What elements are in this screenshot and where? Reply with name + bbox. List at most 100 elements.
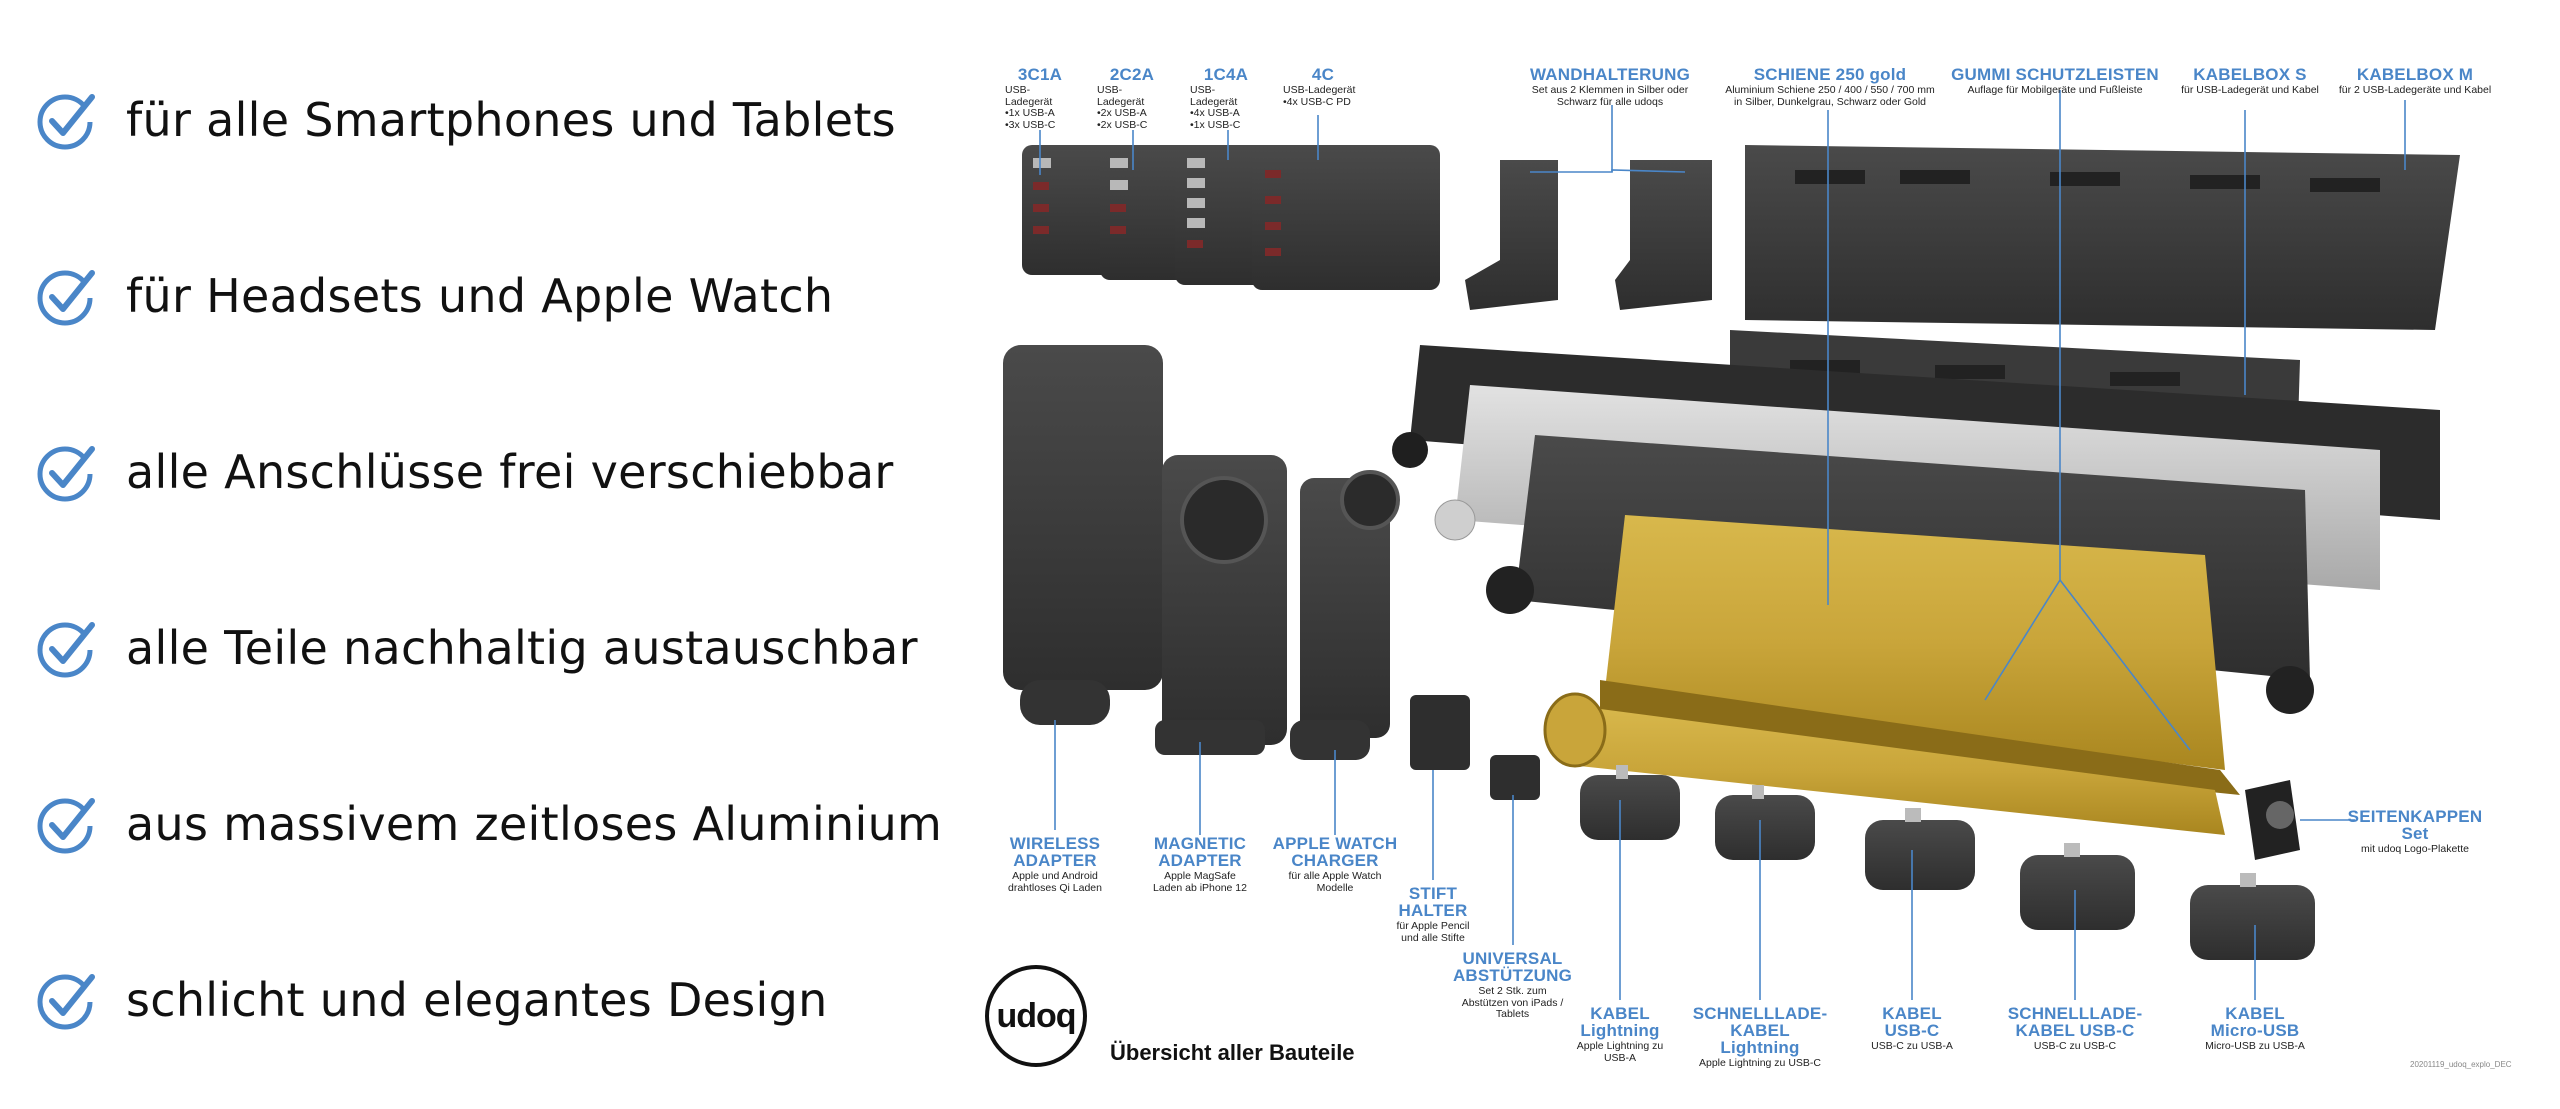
label-desc: USB-Ladegerät•4x USB-A•1x USB-C bbox=[1190, 84, 1241, 131]
feature-item: alle Teile nachhaltig austauschbar bbox=[36, 608, 918, 688]
feature-item: alle Anschlüsse frei verschiebbar bbox=[36, 432, 894, 512]
label-title: SCHIENE 250 gold bbox=[1753, 65, 1907, 84]
label-2c2a: 2C2A USB-Ladegerät•2x USB-A•2x USB-C bbox=[1097, 66, 1167, 131]
feature-item: für Headsets und Apple Watch bbox=[36, 256, 833, 336]
label-desc: für 2 USB-Ladegeräte und Kabel bbox=[2338, 84, 2492, 96]
universal-support bbox=[1490, 755, 1540, 800]
label-desc: USB-Ladegerät•2x USB-A•2x USB-C bbox=[1097, 84, 1148, 131]
wireless-adapter bbox=[1003, 345, 1163, 725]
feature-item: für alle Smartphones und Tablets bbox=[36, 80, 896, 160]
check-circle-icon bbox=[37, 270, 95, 326]
label-title: 3C1A bbox=[1017, 65, 1063, 84]
magnetic-adapter bbox=[1155, 455, 1287, 755]
label-title: SCHNELLLADE-KABEL USB-C bbox=[2007, 1004, 2143, 1040]
feature-text: schlicht und elegantes Design bbox=[126, 973, 828, 1027]
feature-item: schlicht und elegantes Design bbox=[36, 960, 828, 1040]
check-circle-icon bbox=[37, 622, 95, 678]
label-desc: Micro-USB zu USB-A bbox=[2205, 1040, 2305, 1052]
usb-charger-4c bbox=[1252, 145, 1440, 290]
check-circle-icon bbox=[37, 94, 95, 150]
label-3c1a: 3C1A USB-Ladegerät•1x USB-A•3x USB-C bbox=[1005, 66, 1075, 131]
label-kabelbox-m: KABELBOX M für 2 USB-Ladegeräte und Kabe… bbox=[2325, 66, 2505, 97]
label-1c4a: 1C4A USB-Ladegerät•4x USB-A•1x USB-C bbox=[1190, 66, 1262, 131]
label-wandhalterung: WANDHALTERUNG Set aus 2 Klemmen in Silbe… bbox=[1510, 66, 1710, 108]
label-schiene: SCHIENE 250 gold Aluminium Schiene 250 /… bbox=[1705, 66, 1955, 108]
rail-gold bbox=[1543, 515, 2240, 835]
label-title: 2C2A bbox=[1109, 65, 1155, 84]
label-title: KABELBOX M bbox=[2356, 65, 2474, 84]
label-title: 1C4A bbox=[1203, 65, 1249, 84]
udoq-logo: udoq bbox=[985, 965, 1087, 1067]
label-4c: 4C USB-Ladegerät•4x USB-C PD bbox=[1283, 66, 1363, 108]
label-desc: Aluminium Schiene 250 / 400 / 550 / 700 … bbox=[1725, 84, 1935, 108]
leader-lines bbox=[1039, 90, 2406, 1000]
feature-text: für alle Smartphones und Tablets bbox=[126, 93, 896, 147]
footer-title: Übersicht aller Bauteile bbox=[1110, 1040, 1355, 1065]
label-desc: für USB-Ladegerät und Kabel bbox=[2181, 84, 2319, 96]
file-code: 20201119_udoq_explo_DEC bbox=[2410, 1060, 2512, 1069]
label-gummi: GUMMI SCHUTZLEISTEN Auflage für Mobilger… bbox=[1945, 66, 2165, 97]
usb-charger-1c4a bbox=[1175, 145, 1275, 285]
check-circle-icon bbox=[37, 798, 95, 854]
check-circle-icon bbox=[37, 974, 95, 1030]
label-desc: USB-Ladegerät•4x USB-C PD bbox=[1283, 84, 1356, 108]
feature-text: alle Teile nachhaltig austauschbar bbox=[126, 621, 918, 675]
wall-mount-clamps bbox=[1465, 160, 1712, 310]
label-title: GUMMI SCHUTZLEISTEN bbox=[1951, 65, 2159, 84]
fast-cable-usb-c bbox=[2020, 843, 2135, 930]
fast-cable-lightning bbox=[1715, 785, 1815, 860]
label-title: SCHNELLLADE-KABEL Lightning bbox=[1692, 1004, 1828, 1057]
cable-usb-c bbox=[1865, 808, 1975, 890]
side-caps bbox=[2245, 780, 2300, 860]
apple-watch-charger bbox=[1290, 470, 1400, 760]
label-desc: mit udoq Logo-Plakette bbox=[2361, 843, 2469, 855]
label-title: 4C bbox=[1311, 65, 1335, 84]
label-desc: Auflage für Mobilgeräte und Fußleiste bbox=[1967, 84, 2143, 96]
label-desc: Apple Lightning zu USB-C bbox=[1699, 1057, 1821, 1069]
label-desc: USB-C zu USB-C bbox=[2033, 1040, 2117, 1052]
feature-item: aus massivem zeitloses Aluminium bbox=[36, 784, 942, 864]
label-schnelllade-lightning: SCHNELLLADE-KABEL Lightning Apple Lightn… bbox=[1690, 1005, 1830, 1070]
pen-holder bbox=[1410, 695, 1470, 770]
cable-lightning bbox=[1580, 765, 1680, 840]
check-circle-icon bbox=[37, 446, 95, 502]
cable-box-m bbox=[1745, 145, 2460, 330]
feature-text: aus massivem zeitloses Aluminium bbox=[126, 797, 943, 851]
usb-charger-3c1a bbox=[1022, 145, 1122, 275]
label-desc: USB-C zu USB-A bbox=[1871, 1040, 1953, 1052]
label-schnelllade-usb-c: SCHNELLLADE-KABEL USB-C USB-C zu USB-C bbox=[2005, 1005, 2145, 1053]
feature-text: alle Anschlüsse frei verschiebbar bbox=[126, 445, 894, 499]
cable-micro-usb bbox=[2190, 873, 2315, 960]
label-title: WANDHALTERUNG bbox=[1530, 65, 1690, 84]
label-title: KABELBOX S bbox=[2193, 65, 2307, 84]
label-kabelbox-s: KABELBOX S für USB-Ladegerät und Kabel bbox=[2160, 66, 2340, 97]
feature-text: für Headsets und Apple Watch bbox=[126, 269, 834, 323]
label-desc: USB-Ladegerät•1x USB-A•3x USB-C bbox=[1005, 84, 1056, 131]
